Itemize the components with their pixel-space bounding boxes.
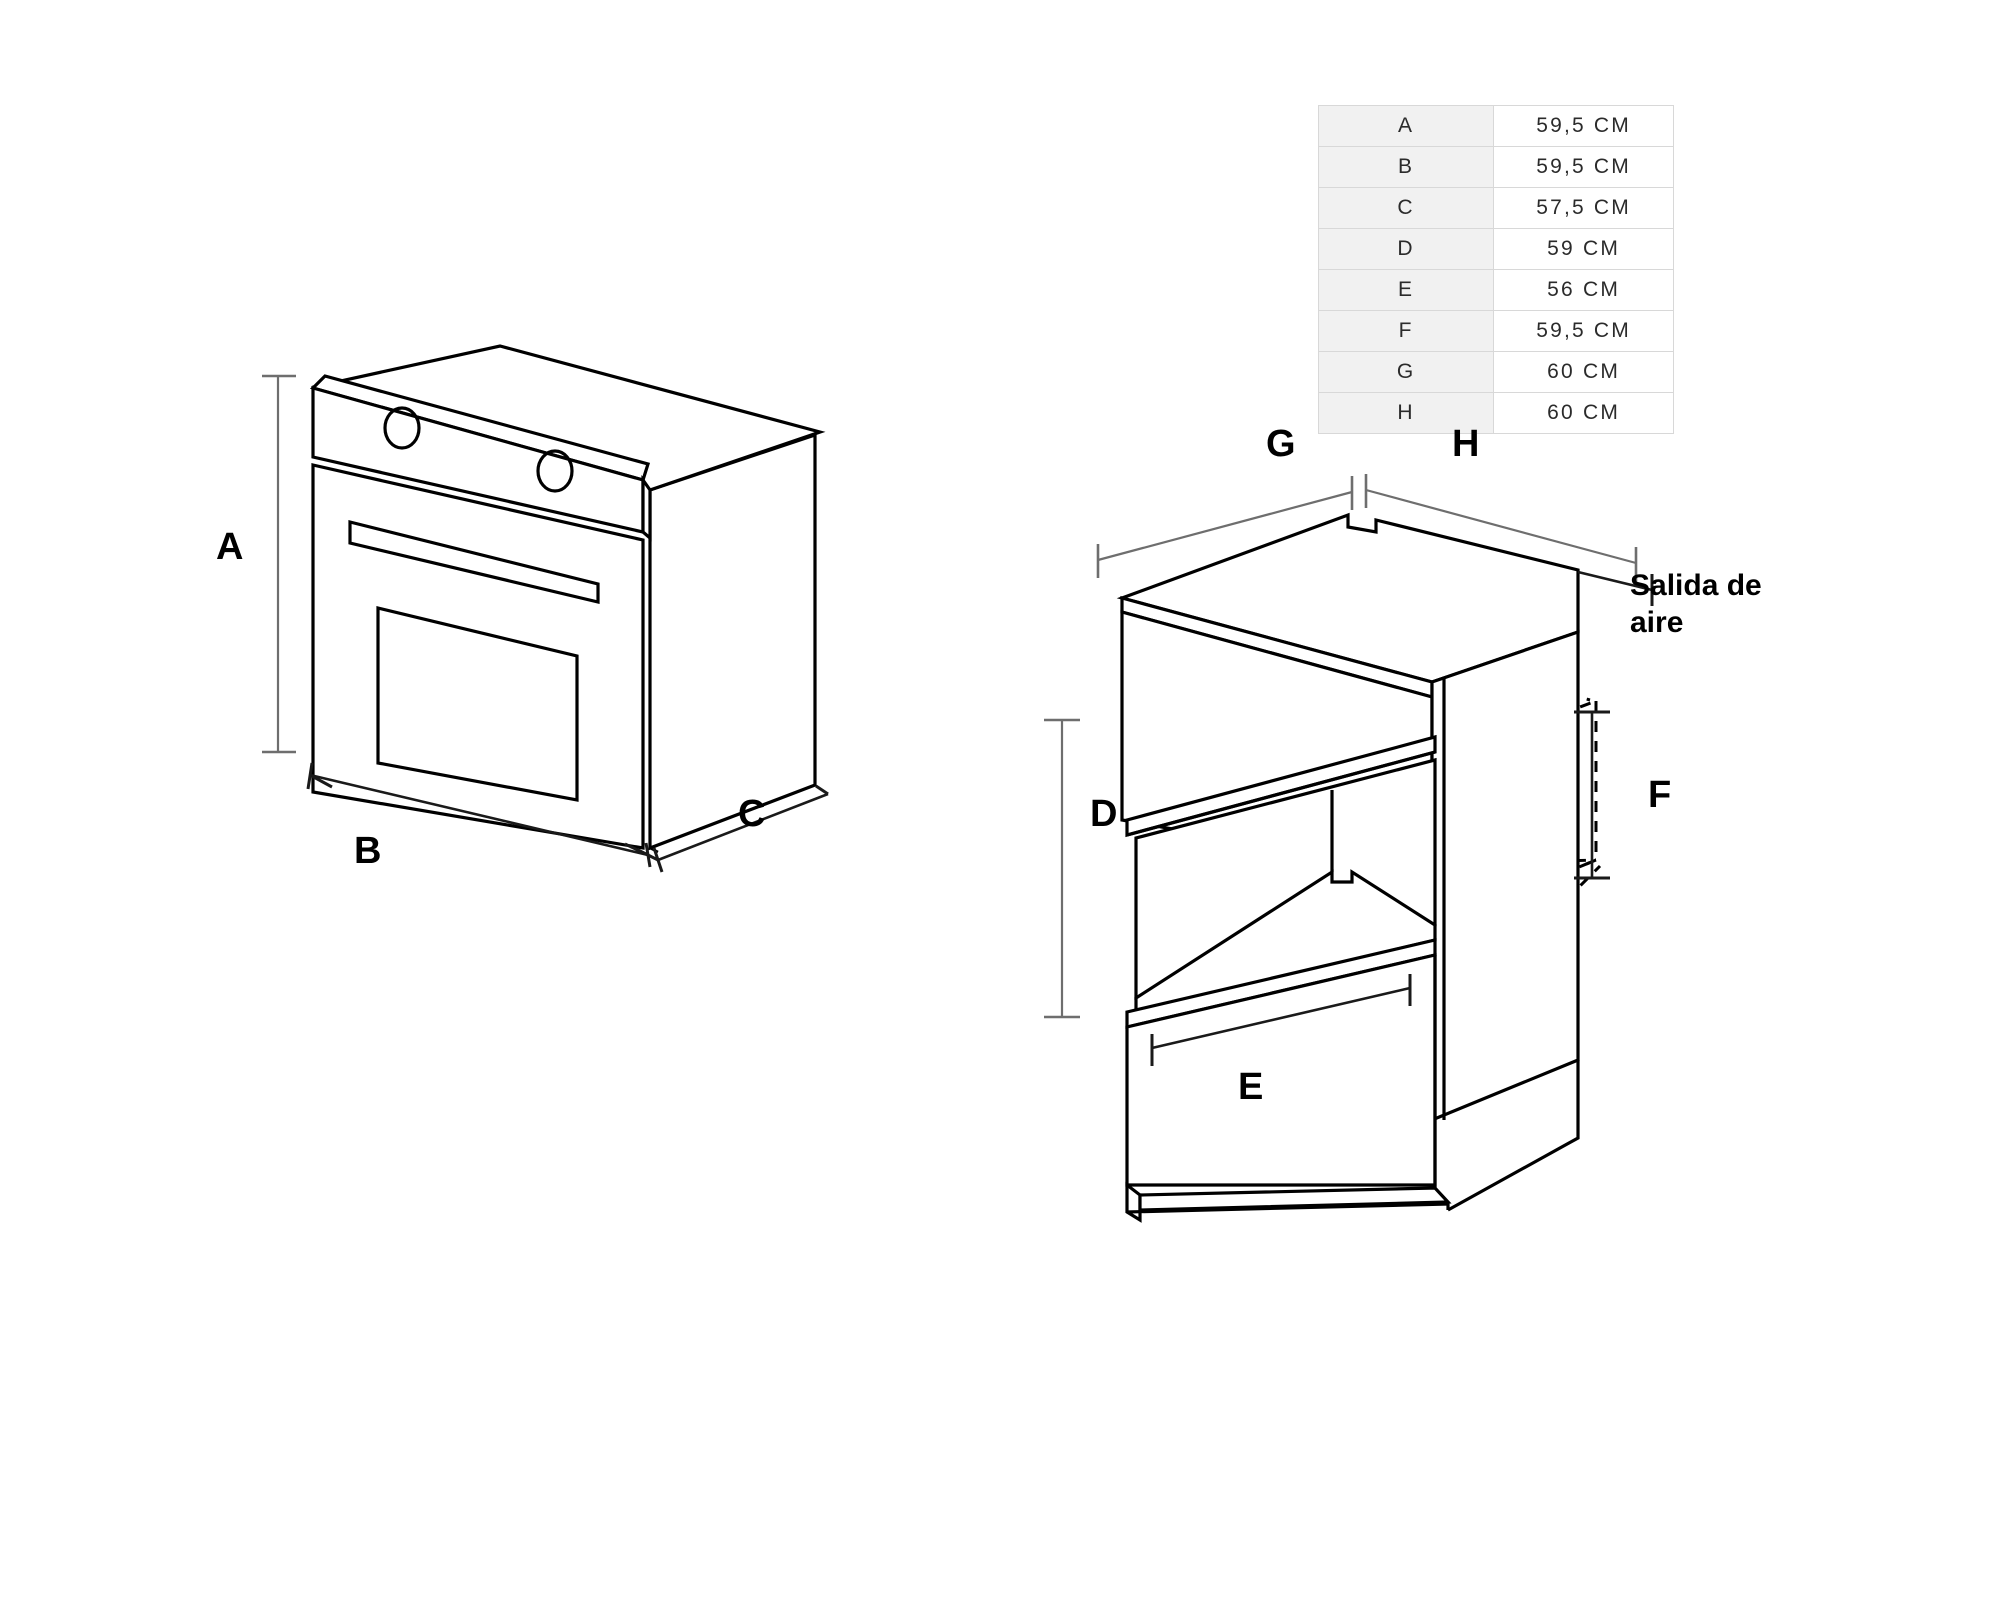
- table-row: H 60 CM: [1317, 392, 1674, 434]
- table-row: F 59,5 CM: [1317, 310, 1674, 352]
- cavity-hidden-bottom-right: [1523, 858, 1597, 892]
- dimension-label-d: D: [1090, 793, 1118, 835]
- dimension-key: E: [1317, 269, 1495, 311]
- dimension-label-f: F: [1648, 774, 1672, 816]
- dimension-value: 57,5 CM: [1493, 187, 1674, 229]
- cavity-hidden-right-top: [1523, 699, 1597, 730]
- cabinet-bottom-bevel: [1447, 1060, 1580, 1212]
- dimension-value: 59,5 CM: [1493, 310, 1674, 352]
- air-outlet-callout: Salida de aire: [1630, 568, 1762, 641]
- dimension-arrow-b-left-1: [309, 773, 333, 789]
- cabinet-isometric-drawing: [1044, 474, 1654, 1223]
- oven-control-panel-side: [641, 474, 652, 542]
- dimension-label-b: B: [354, 830, 382, 872]
- dimension-arrow-c-right-1: [815, 784, 829, 796]
- dimension-line-e: [1151, 986, 1411, 1050]
- dimension-arrow-c-left-2: [652, 847, 664, 873]
- air-outlet-leader-line: [1577, 570, 1653, 592]
- oven-isometric-drawing: [262, 344, 829, 873]
- dimensions-table-body: A 59,5 CM B 59,5 CM C 57,5 CM D 59 CM E …: [1317, 105, 1674, 434]
- dimension-label-e: E: [1238, 1066, 1264, 1108]
- oven-knob-left: [383, 406, 421, 450]
- air-outlet-callout-line2: aire: [1630, 605, 1684, 639]
- oven-door-face: [311, 462, 645, 850]
- dimension-line-h: [1365, 488, 1637, 565]
- cabinet-side-face: [1430, 629, 1580, 1123]
- dimension-value: 59 CM: [1493, 228, 1674, 270]
- dimension-key: F: [1317, 310, 1495, 352]
- table-row: E 56 CM: [1317, 269, 1674, 311]
- dimension-line-c: [657, 792, 829, 862]
- dimension-key: C: [1317, 187, 1495, 229]
- table-row: B 59,5 CM: [1317, 146, 1674, 188]
- dimension-line-b: [309, 773, 649, 857]
- dimension-value: 60 CM: [1493, 392, 1674, 434]
- oven-knob-right: [536, 449, 574, 493]
- table-row: G 60 CM: [1317, 351, 1674, 393]
- dimension-line-g: [1097, 490, 1353, 562]
- cavity-shelf-upper-front: [1126, 750, 1436, 837]
- oven-door-handle: [348, 519, 600, 605]
- dimension-label-c: C: [738, 793, 766, 835]
- dimension-key: A: [1317, 105, 1495, 147]
- cabinet-plinth-front: [1125, 1181, 1142, 1223]
- dimension-value: 59,5 CM: [1493, 105, 1674, 147]
- cabinet-plinth-bottom: [1126, 1202, 1449, 1214]
- dimension-value: 59,5 CM: [1493, 146, 1674, 188]
- dimension-key: D: [1317, 228, 1495, 270]
- oven-door-window: [376, 605, 579, 802]
- table-row: D 59 CM: [1317, 228, 1674, 270]
- dimension-key: H: [1317, 392, 1495, 434]
- table-row: A 59,5 CM: [1317, 105, 1674, 147]
- dimension-arrow-c-left-1: [637, 848, 659, 862]
- dimension-key: G: [1317, 351, 1495, 393]
- dimension-value: 56 CM: [1493, 269, 1674, 311]
- dimensions-table: A 59,5 CM B 59,5 CM C 57,5 CM D 59 CM E …: [1317, 105, 1674, 434]
- table-row: C 57,5 CM: [1317, 187, 1674, 229]
- dimension-key: B: [1317, 146, 1495, 188]
- dimension-label-g: G: [1266, 423, 1296, 465]
- dimension-label-h: H: [1452, 423, 1480, 465]
- oven-side-face: [648, 432, 817, 851]
- air-outlet-callout-line1: Salida de: [1630, 569, 1762, 602]
- dimension-value: 60 CM: [1493, 351, 1674, 393]
- dimension-arrow-b-left-2: [306, 762, 314, 790]
- dimension-label-a: A: [216, 526, 244, 568]
